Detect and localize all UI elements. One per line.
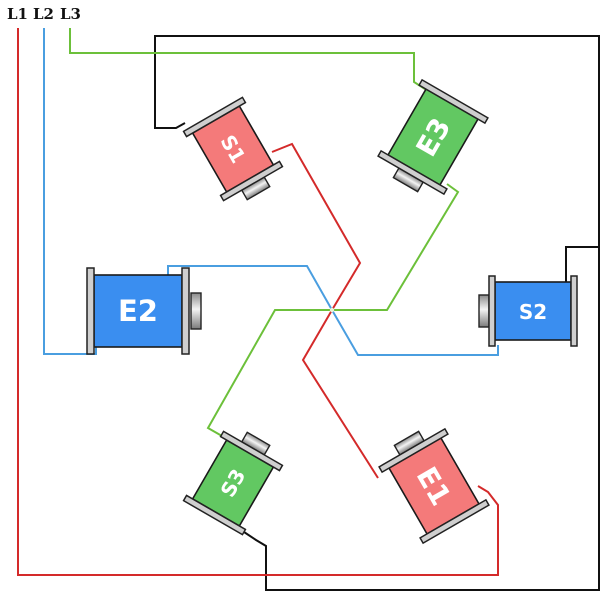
coil-s3-flange-bottom	[182, 494, 247, 536]
line-label-l2: L2	[33, 5, 54, 23]
neutral-wire	[154, 35, 600, 591]
center-junction	[329, 307, 335, 313]
coil-s2-body	[494, 281, 572, 341]
coil-e2-plunger	[190, 292, 202, 330]
l1-supply-wire	[17, 28, 499, 576]
coil-e2-flange-left	[86, 267, 95, 355]
coil-e1-flange-top	[378, 427, 449, 474]
coil-s1: S1	[182, 96, 284, 202]
coil-e1-flange-bottom	[419, 498, 490, 545]
coil-s2-plunger	[478, 294, 490, 328]
coil-s2: S2	[478, 275, 578, 347]
l2-supply-wire	[43, 28, 97, 355]
line-label-l3: L3	[60, 5, 81, 23]
coil-e2-flange-right	[181, 267, 190, 355]
coil-s2-flange-right	[570, 275, 578, 347]
l1-crossover-wire	[271, 142, 379, 479]
coil-s1-flange-top	[182, 96, 247, 138]
coil-s3-flange-top	[219, 430, 284, 472]
coil-e1: E1	[378, 427, 490, 545]
coil-e3-flange-bottom	[377, 149, 448, 196]
coil-s2-flange-left	[488, 275, 496, 347]
coil-e2-label: E2	[118, 294, 158, 328]
neutral-wire-s2-branch	[565, 246, 599, 282]
l3-supply-wire	[69, 28, 429, 92]
coil-s2-label: S2	[519, 300, 547, 324]
coil-e3-flange-top	[418, 78, 489, 125]
coil-s1-flange-bottom	[219, 160, 284, 202]
line-label-l1: L1	[7, 5, 28, 23]
coil-e2: E2	[86, 267, 202, 355]
coil-e3: E3	[377, 78, 489, 196]
coil-s3: S3	[182, 430, 284, 536]
